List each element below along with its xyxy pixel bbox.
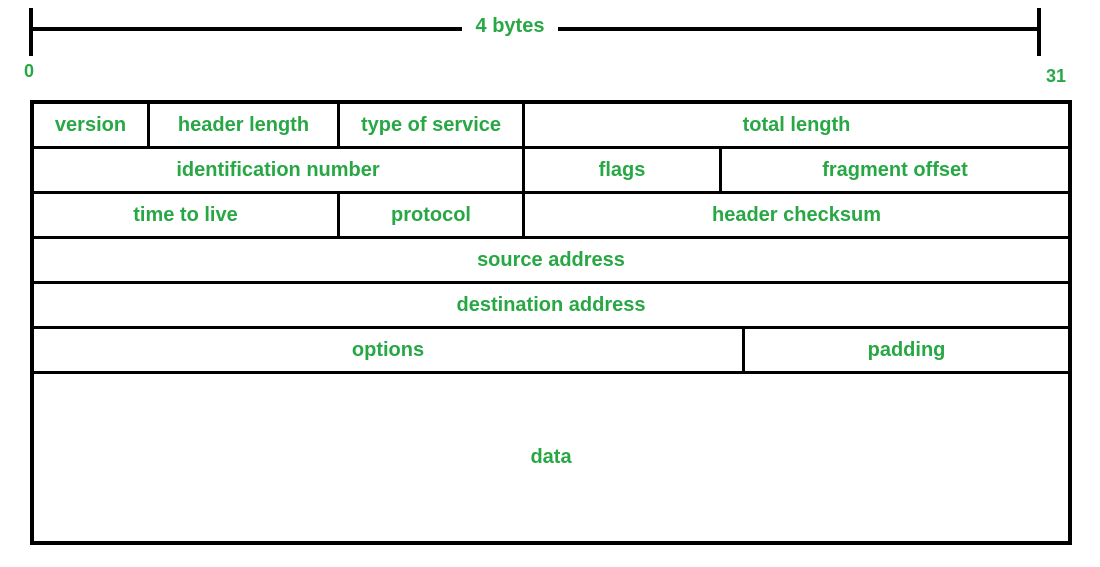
field-time-to-live: time to live [34,194,340,236]
field-total-length: total length [742,113,851,136]
field-padding: padding [867,338,946,361]
table-row-2: identification number flags fragment off… [34,149,1068,194]
field-flags: flags [525,149,722,191]
ruler-label: 4 bytes [475,15,545,37]
field-fragment-offset: fragment offset [822,158,968,181]
field-data: data [530,446,572,468]
table-row-3: time to live protocol header checksum [34,194,1068,239]
field-version: version [34,104,150,146]
table-row-5: destination address [34,284,1068,329]
ruler-line-left [31,27,462,31]
table-row-6: options padding [34,329,1068,374]
ruler-right-tick [1037,8,1041,56]
ruler-left-tick [29,8,33,56]
field-destination-address: destination address [456,293,646,316]
ipv4-header-table: version header length type of service to… [30,100,1072,545]
bit-start-label: 0 [24,61,35,81]
field-type-of-service: type of service [340,104,525,146]
bit-end-label: 31 [1046,66,1067,86]
field-source-address: source address [477,248,625,271]
field-protocol: protocol [340,194,525,236]
field-options: options [34,329,745,371]
table-row-1: version header length type of service to… [34,104,1068,149]
field-header-length: header length [150,104,340,146]
table-row-7: data [34,374,1068,541]
field-identification-number: identification number [34,149,525,191]
ruler-line-right [558,27,1039,31]
field-header-checksum: header checksum [712,203,881,226]
table-row-4: source address [34,239,1068,284]
